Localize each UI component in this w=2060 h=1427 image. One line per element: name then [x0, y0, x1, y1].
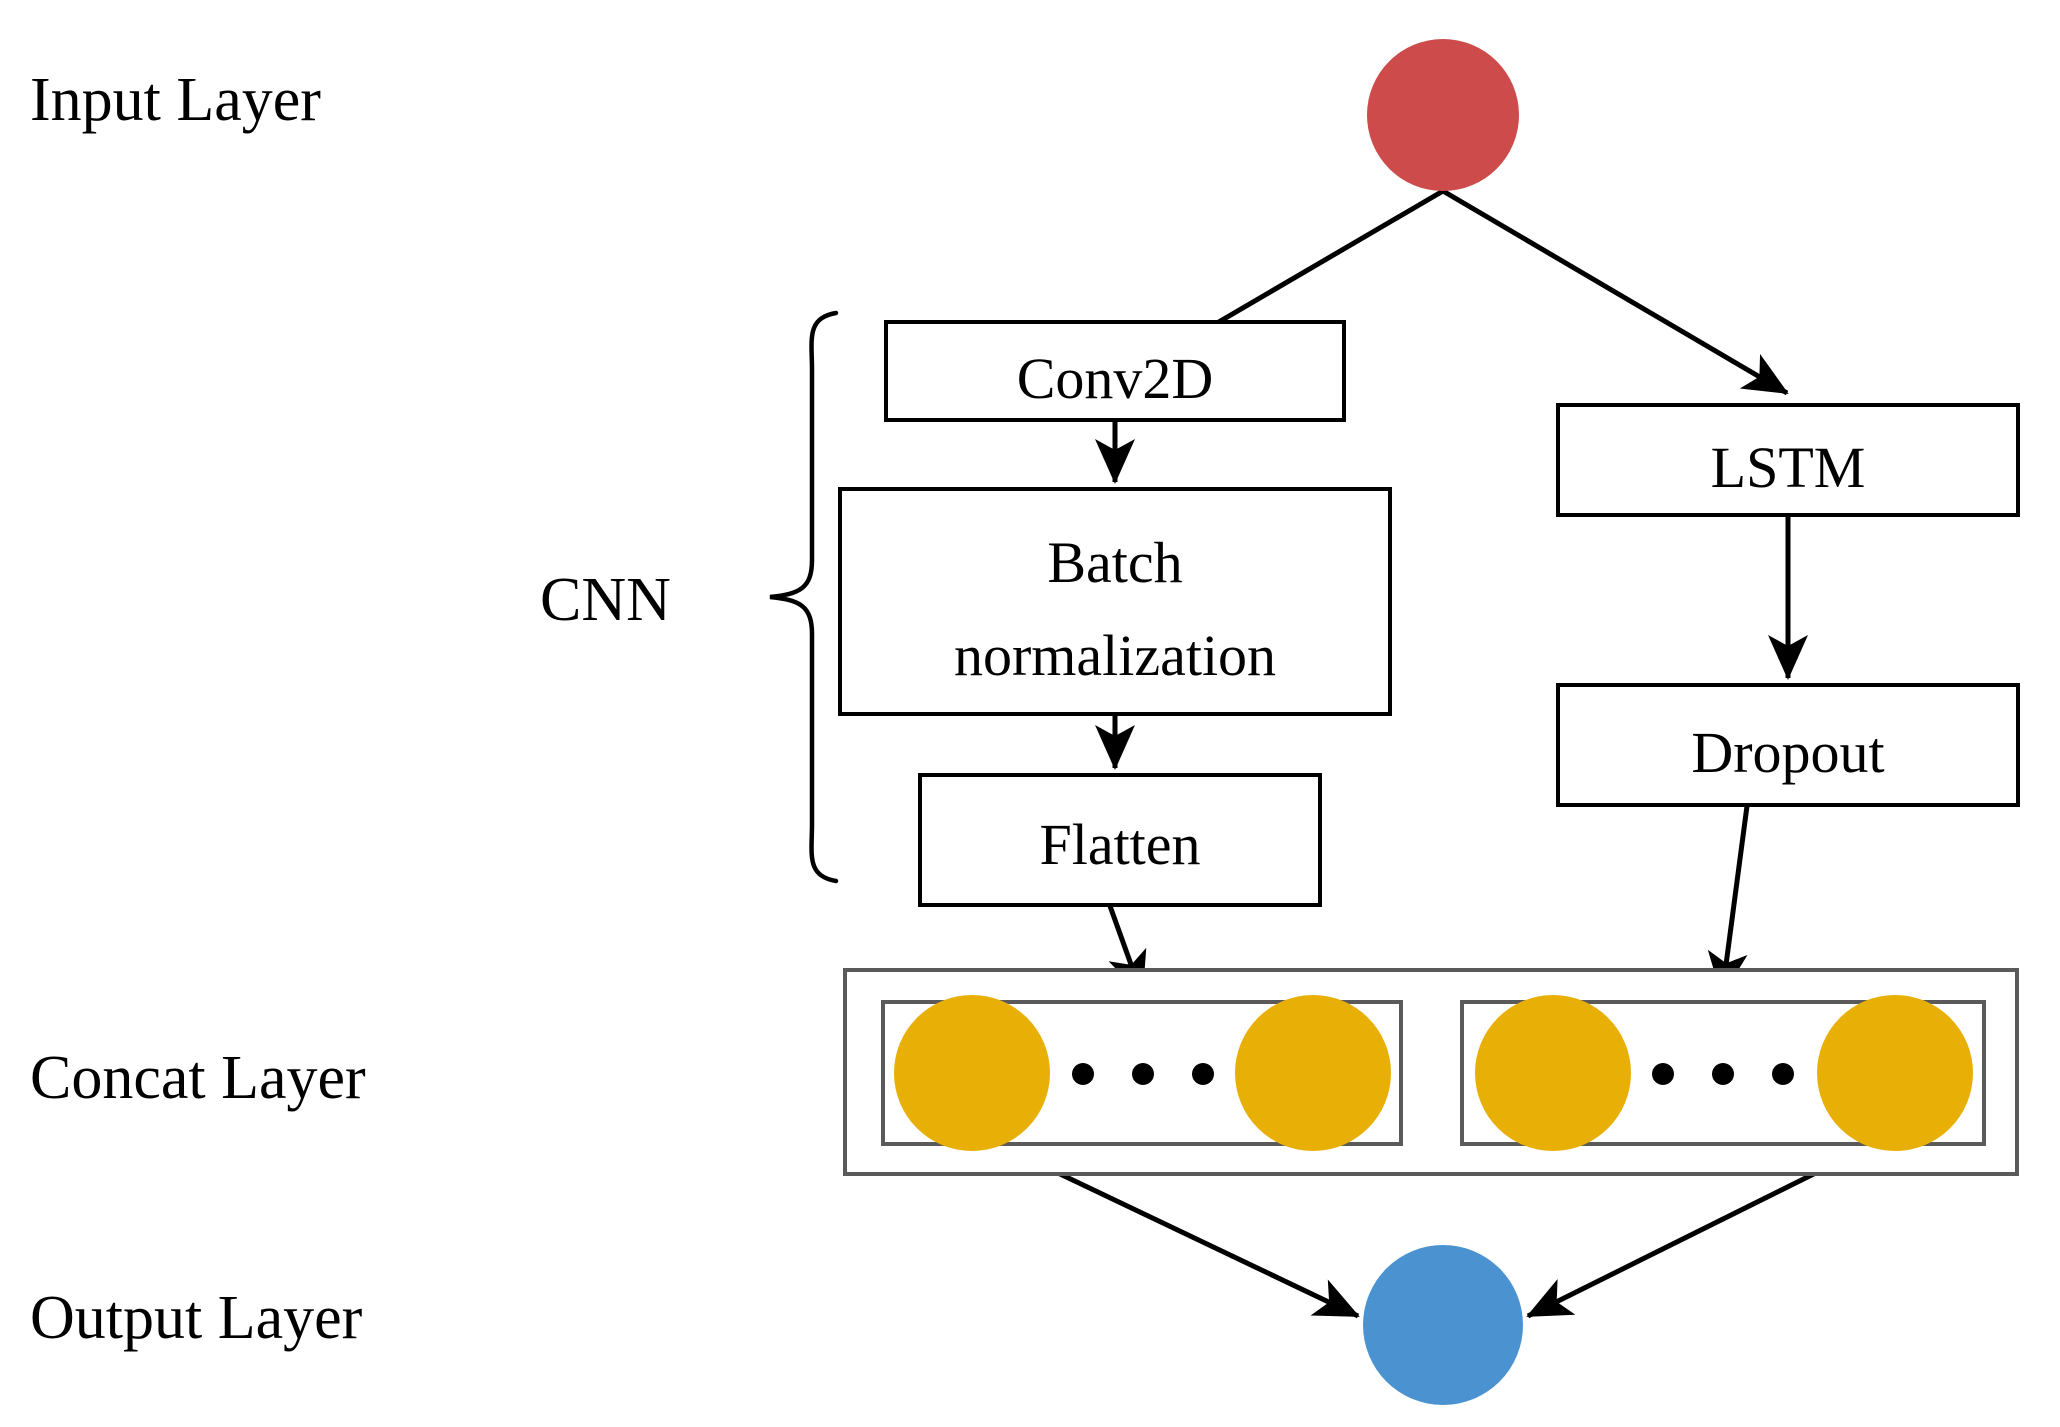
box-dropout-label: Dropout [1691, 720, 1884, 785]
box-batch-normalization[interactable]: Batch normalization [838, 487, 1392, 716]
box-batch-normalization-label-line2: normalization [954, 623, 1276, 688]
concat-layer-group[interactable] [843, 968, 2019, 1176]
concat-ellipsis-cnn [1072, 1063, 1214, 1085]
ellipsis-dot [1192, 1063, 1214, 1085]
concat-ellipsis-lstm [1652, 1063, 1794, 1085]
box-dropout[interactable]: Dropout [1556, 683, 2020, 807]
cnn-brace [769, 310, 839, 884]
edge-input-to-lstm [1441, 188, 1789, 396]
concat-unit-circle[interactable] [1235, 995, 1391, 1151]
edge-dropout-to-concat [1707, 805, 1750, 997]
box-dropout-rect [1556, 683, 2020, 807]
input-node-circle[interactable] [1367, 39, 1519, 191]
box-batch-normalization-rect [838, 487, 1392, 716]
box-flatten[interactable]: Flatten [918, 773, 1322, 907]
box-conv2d[interactable]: Conv2D [884, 320, 1346, 422]
box-conv2d-label: Conv2D [1017, 346, 1214, 411]
concat-unit-circle[interactable] [1817, 995, 1973, 1151]
label-cnn-group: CNN [540, 566, 671, 634]
box-lstm-label: LSTM [1711, 435, 1866, 500]
ellipsis-dot [1132, 1063, 1154, 1085]
label-output-layer: Output Layer [30, 1284, 363, 1352]
box-conv2d-rect [884, 320, 1346, 422]
output-node-circle[interactable] [1363, 1245, 1523, 1405]
concat-unit-circle[interactable] [894, 995, 1050, 1151]
concat-unit-circle[interactable] [1475, 995, 1631, 1151]
label-input-layer: Input Layer [30, 66, 321, 134]
label-concat-layer: Concat Layer [30, 1044, 366, 1112]
box-flatten-label: Flatten [1039, 812, 1200, 877]
box-flatten-rect [918, 773, 1322, 907]
box-lstm-rect [1556, 403, 2020, 517]
ellipsis-dot [1712, 1063, 1734, 1085]
ellipsis-dot [1652, 1063, 1674, 1085]
box-batch-normalization-label-line1: Batch [1047, 530, 1182, 595]
box-lstm[interactable]: LSTM [1556, 403, 2020, 517]
ellipsis-dot [1772, 1063, 1794, 1085]
ellipsis-dot [1072, 1063, 1094, 1085]
